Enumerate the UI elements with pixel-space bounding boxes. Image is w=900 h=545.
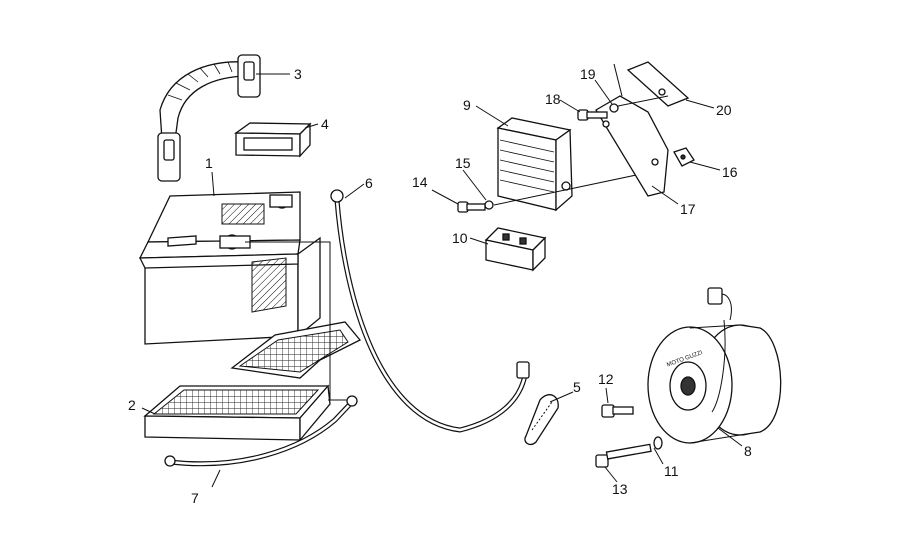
regulator-connector — [484, 227, 547, 272]
callout-14: 14 — [412, 174, 428, 190]
callout-18: 18 — [545, 91, 561, 107]
callout-6: 6 — [365, 175, 373, 191]
callout-9: 9 — [463, 97, 471, 113]
callout-5: 5 — [573, 379, 581, 395]
callout-13: 13 — [612, 481, 628, 497]
battery-strap — [157, 54, 261, 182]
callout-7: 7 — [191, 490, 199, 506]
callout-8: 8 — [744, 443, 752, 459]
callout-3: 3 — [294, 66, 302, 82]
ground-cable — [164, 395, 358, 467]
alternator-fasteners — [595, 404, 663, 468]
regulator-screw — [457, 169, 661, 213]
bracket-nut — [673, 147, 695, 167]
bracket-plate — [626, 61, 690, 107]
leader-lines — [141, 73, 743, 488]
voltage-regulator — [496, 117, 573, 212]
callout-19: 19 — [580, 66, 596, 82]
battery-tray — [143, 321, 362, 442]
battery-rubber-pad — [234, 122, 312, 158]
callout-2: 2 — [128, 397, 136, 413]
callout-numbers: 1 2 3 4 5 6 7 8 9 10 11 12 13 14 15 16 1… — [128, 66, 752, 506]
bracket-screw — [577, 95, 669, 121]
callout-15: 15 — [455, 155, 471, 171]
callout-20: 20 — [716, 102, 732, 118]
callout-17: 17 — [680, 201, 696, 217]
alternator: MOTO GUZZI — [647, 287, 782, 444]
callout-11: 11 — [664, 463, 679, 479]
battery — [138, 191, 321, 345]
terminal-cover — [524, 394, 559, 446]
regulator-bracket — [595, 63, 669, 197]
callout-16: 16 — [722, 164, 738, 180]
callout-1: 1 — [205, 155, 213, 171]
callout-4: 4 — [321, 116, 329, 132]
callout-12: 12 — [598, 371, 614, 387]
callout-10: 10 — [452, 230, 468, 246]
battery-positive-cable — [330, 189, 530, 433]
